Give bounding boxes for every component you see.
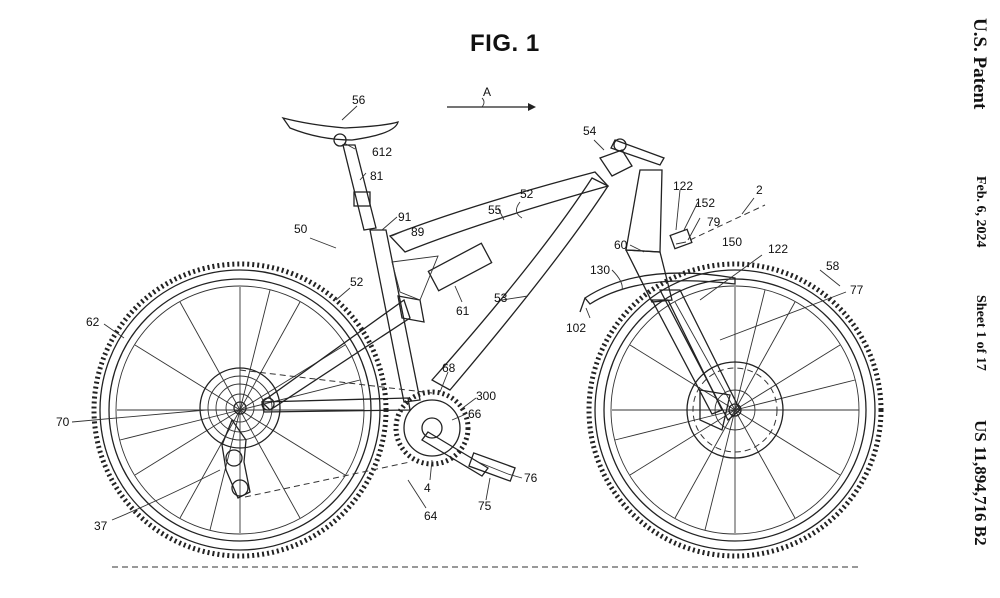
ref-saddle: 56 (352, 93, 366, 107)
ref-crank: 4 (424, 481, 431, 495)
ref-frame-assembly: 50 (294, 222, 308, 236)
rear-wheel (91, 261, 389, 559)
figure-title: FIG. 1 (470, 30, 540, 57)
ref-top-tube-mark: 55 (488, 203, 502, 217)
header-sheet: Sheet 1 of 17 (973, 295, 988, 371)
ref-sensor: 152 (695, 196, 715, 210)
front-wheel (586, 261, 884, 559)
front-fork (624, 169, 741, 431)
crank-arm (421, 431, 489, 477)
rear-spokes (117, 287, 364, 533)
cassette (199, 367, 281, 449)
ref-shock-lower: 89 (411, 225, 425, 239)
ref-chainring: 68 (442, 361, 456, 375)
ref-pedal-axle: 76 (524, 471, 538, 485)
handlebar (599, 138, 665, 177)
ref-sensor-b: 79 (707, 215, 721, 229)
ref-battery: 61 (456, 304, 470, 318)
ref-chain: 66 (468, 407, 482, 421)
ref-seat-clamp: 612 (372, 145, 392, 159)
ref-drivetrain: 64 (424, 509, 438, 523)
ref-pedal: 75 (478, 499, 492, 513)
leader-lines (71, 105, 847, 521)
ref-rear-wheel: 62 (86, 315, 100, 329)
ref-head-tube: 122 (673, 179, 693, 193)
chainring (393, 389, 471, 467)
ref-axis: 2 (756, 183, 763, 197)
ref-fender: 130 (590, 263, 610, 277)
rear-axle (261, 397, 275, 411)
ref-front-wheel: 58 (826, 259, 840, 273)
front-spokes (612, 287, 859, 533)
front-fender (579, 272, 736, 313)
direction-arrow-icon (447, 97, 536, 111)
direction-label: A (483, 85, 491, 99)
ref-fork: 60 (614, 238, 628, 252)
ref-top-tube: 52 (520, 187, 534, 201)
ref-down-tube: 53 (494, 291, 508, 305)
ref-handlebar: 54 (583, 124, 597, 138)
ref-seat-stay: 52 (350, 275, 364, 289)
bike-frame (260, 171, 610, 413)
rear-derailleur (221, 418, 251, 499)
seatpost (342, 144, 377, 231)
header-publisher: U.S. Patent (969, 18, 990, 110)
ref-fender-end: 102 (566, 321, 586, 335)
ref-fork-sensor: 150 (722, 235, 742, 249)
ref-front-hub: 77 (850, 283, 864, 297)
ref-front-mudguard: 122 (768, 242, 788, 256)
battery (427, 242, 493, 292)
header-date: Feb. 6, 2024 (973, 176, 988, 248)
brake-disc (686, 361, 784, 459)
patent-header: U.S. Patent Feb. 6, 2024 Sheet 1 of 17 U… (960, 0, 1000, 598)
ref-seatpost: 81 (370, 169, 384, 183)
ref-cassette: 70 (56, 415, 70, 429)
saddle (281, 116, 399, 147)
header-patent-number: US 11,894,716 B2 (971, 420, 990, 546)
fork-sensor (669, 204, 766, 250)
chain (239, 369, 433, 498)
ref-crank-spindle: 300 (476, 389, 496, 403)
ref-derailleur: 37 (94, 519, 108, 533)
pedal (468, 452, 516, 482)
ref-shock-upper: 91 (398, 210, 412, 224)
